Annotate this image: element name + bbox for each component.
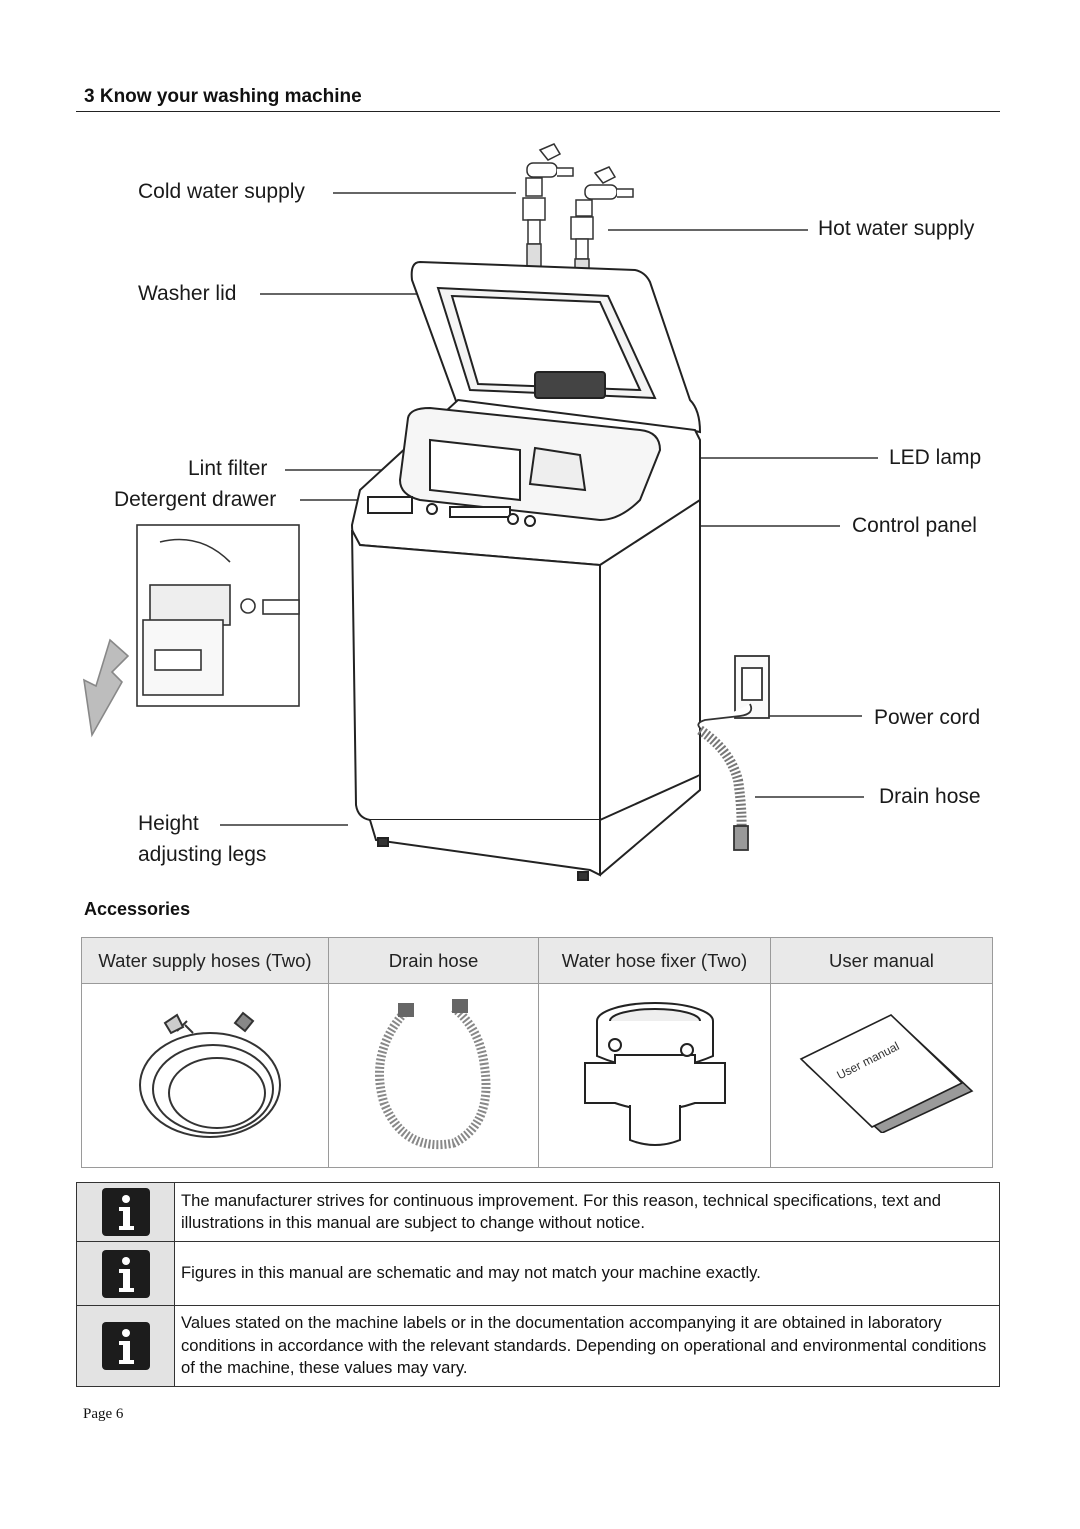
title-rule	[76, 111, 1000, 112]
note-row: Figures in this manual are schematic and…	[77, 1242, 999, 1306]
cell-water-supply-hoses	[81, 983, 329, 1168]
hose-fixer-icon	[583, 1002, 726, 1146]
label-control-panel: Control panel	[852, 514, 977, 537]
col-water-supply-hoses: Water supply hoses (Two)	[81, 937, 329, 984]
label-washer-lid: Washer lid	[138, 282, 237, 305]
accessories-table: Water supply hoses (Two) Drain hose Wate…	[81, 937, 993, 1168]
note-text: Figures in this manual are schematic and…	[181, 1263, 761, 1283]
drain-hose-icon	[374, 999, 490, 1150]
info-icon	[77, 1242, 175, 1305]
cell-drain-hose	[328, 983, 539, 1168]
washing-machine-diagram	[82, 143, 878, 881]
col-drain-hose: Drain hose	[328, 937, 539, 984]
label-hot-water-supply: Hot water supply	[818, 217, 975, 240]
notes-box: The manufacturer strives for continuous …	[76, 1182, 1000, 1387]
label-height-legs-1: Height	[138, 812, 199, 835]
col-user-manual: User manual	[770, 937, 993, 984]
label-led-lamp: LED lamp	[889, 446, 982, 469]
user-manual-icon: User manual	[799, 1014, 973, 1134]
label-power-cord: Power cord	[874, 706, 981, 729]
label-height-legs-2: adjusting legs	[138, 843, 267, 866]
accessories-image-row: User manual	[81, 983, 993, 1168]
info-icon	[77, 1306, 175, 1386]
accessories-header-row: Water supply hoses (Two) Drain hose Wate…	[81, 937, 993, 984]
cell-user-manual: User manual	[770, 983, 993, 1168]
label-detergent-drawer: Detergent drawer	[114, 488, 277, 511]
col-water-hose-fixer: Water hose fixer (Two)	[538, 937, 771, 984]
note-text: Values stated on the machine labels or i…	[181, 1313, 987, 1378]
cell-water-hose-fixer	[538, 983, 771, 1168]
note-text: The manufacturer strives for continuous …	[181, 1190, 941, 1233]
accessories-title: Accessories	[84, 899, 191, 919]
label-lint-filter: Lint filter	[188, 457, 268, 480]
label-cold-water-supply: Cold water supply	[138, 180, 305, 203]
page-number: Page 6	[83, 1406, 124, 1422]
label-drain-hose: Drain hose	[879, 785, 981, 808]
section-title: 3 Know your washing machine	[84, 86, 362, 107]
note-row: Values stated on the machine labels or i…	[77, 1306, 999, 1386]
info-icon	[77, 1183, 175, 1241]
water-supply-hose-icon	[139, 1011, 281, 1138]
note-row: The manufacturer strives for continuous …	[77, 1183, 999, 1242]
